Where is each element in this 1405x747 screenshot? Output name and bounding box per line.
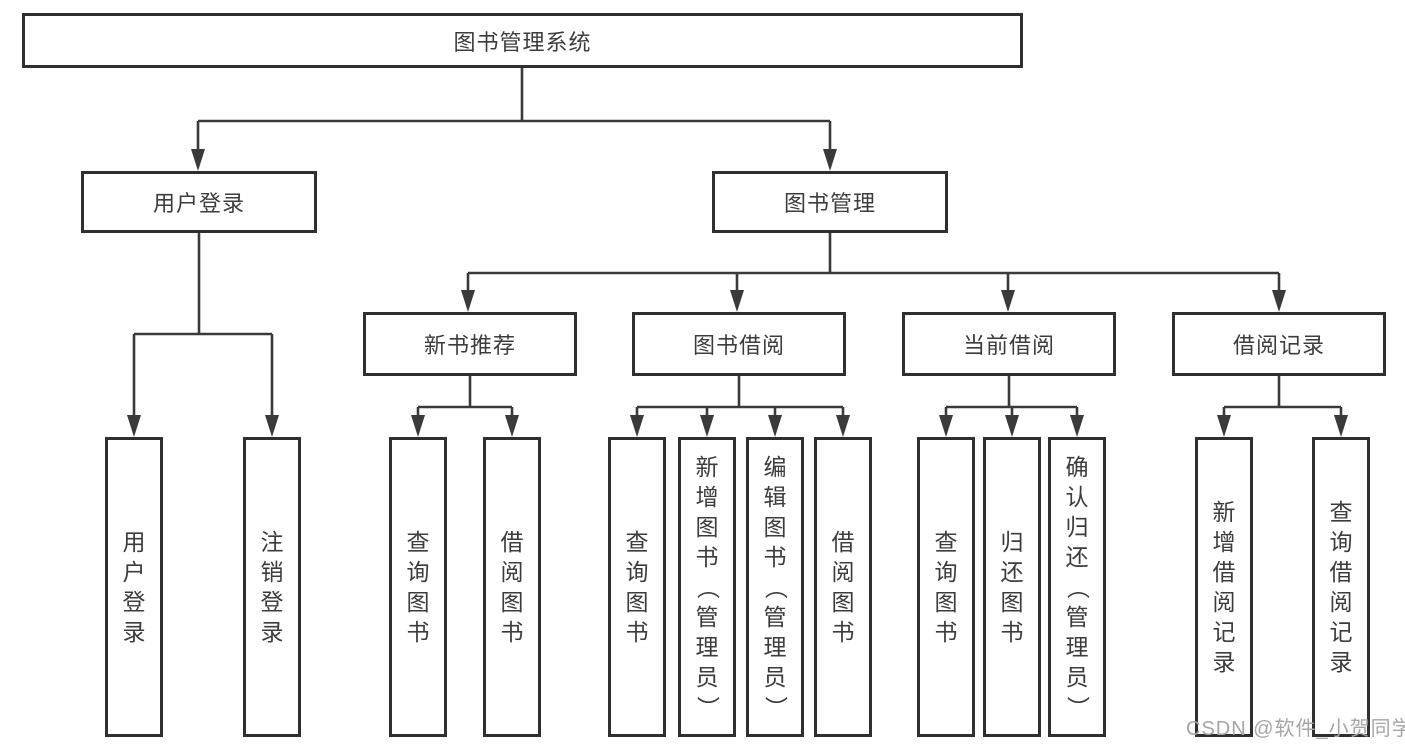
leaf-add-borrow-record: 新增借阅记录 <box>1195 437 1253 737</box>
arrowhead <box>630 415 644 437</box>
node-book-management: 图书管理 <box>712 171 948 233</box>
leaf-borrow-book: 借阅图书 <box>814 437 872 737</box>
node-library-system: 图书管理系统 <box>22 13 1023 68</box>
arrowhead <box>836 415 850 437</box>
arrowhead <box>191 149 205 171</box>
arrowhead <box>730 290 744 312</box>
leaf-query-borrow-record: 查询借阅记录 <box>1312 437 1370 737</box>
leaf-query-book-current: 查询图书 <box>917 437 975 737</box>
connector-book-borrowing-to-leaves <box>635 376 845 418</box>
node-book-borrowing: 图书借阅 <box>632 312 846 376</box>
leaf-return-book: 归还图书 <box>983 437 1041 737</box>
arrowhead <box>265 415 279 437</box>
connector-user-login-to-leaves <box>132 233 274 418</box>
arrowhead <box>1001 290 1015 312</box>
arrowhead <box>768 415 782 437</box>
leaf-borrow-book-recommend: 借阅图书 <box>483 437 541 737</box>
arrowhead <box>127 415 141 437</box>
connector-book-management-to-level3 <box>466 233 1281 293</box>
arrowhead <box>1334 415 1348 437</box>
arrowhead <box>505 415 519 437</box>
arrowhead <box>700 415 714 437</box>
connector-borrowing-records-to-leaves <box>1222 376 1343 418</box>
node-new-book-recommendation: 新书推荐 <box>363 312 577 376</box>
leaf-edit-book-admin: 编辑图书（管理员） <box>746 437 804 737</box>
leaf-query-book-recommend: 查询图书 <box>389 437 447 737</box>
arrowhead <box>823 149 837 171</box>
arrowhead <box>411 415 425 437</box>
leaf-user-login: 用户登录 <box>105 437 163 737</box>
arrowhead <box>461 290 475 312</box>
arrowhead <box>939 415 953 437</box>
arrowhead <box>1070 415 1084 437</box>
csdn-watermark: CSDN @软件_小贺同学 <box>1186 718 1405 740</box>
leaf-add-book-admin: 新增图书（管理员） <box>678 437 736 737</box>
node-borrowing-records: 借阅记录 <box>1172 312 1386 376</box>
leaf-query-book-borrowing: 查询图书 <box>608 437 666 737</box>
connector-current-borrowing-to-leaves <box>944 376 1079 418</box>
node-current-borrowing: 当前借阅 <box>902 312 1116 376</box>
leaf-logout: 注销登录 <box>243 437 301 737</box>
arrowhead <box>1272 290 1286 312</box>
arrowhead <box>1217 415 1231 437</box>
connector-new-book-to-leaves <box>416 376 514 418</box>
node-user-login: 用户登录 <box>81 171 317 233</box>
leaf-confirm-return-admin: 确认归还（管理员） <box>1048 437 1106 737</box>
arrowhead <box>1005 415 1019 437</box>
connector-root-to-level2 <box>196 68 832 152</box>
